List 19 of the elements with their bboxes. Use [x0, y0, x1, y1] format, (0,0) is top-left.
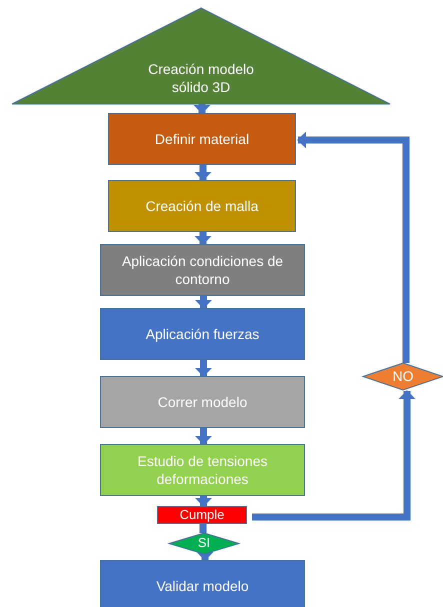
node-label: SI	[198, 535, 210, 552]
process-box	[100, 444, 305, 496]
node-label: Aplicación fuerzas	[146, 324, 260, 344]
node-label: NO	[392, 367, 414, 386]
process-box	[108, 113, 296, 165]
process-box	[100, 308, 305, 360]
process-box	[108, 180, 296, 232]
process-box	[157, 506, 247, 524]
process-box	[100, 376, 305, 428]
process-box	[100, 244, 305, 296]
node-label: Cumple	[180, 506, 224, 524]
node-label: Estudio de tensiones deformaciones	[136, 452, 268, 488]
process-box	[100, 560, 305, 607]
node-label: Definir material	[154, 130, 250, 148]
node-label: Aplicación condiciones de contorno	[120, 252, 284, 288]
node-label: Creación modelo sólido 3D	[147, 60, 255, 96]
node-label: Correr modelo	[158, 392, 248, 412]
node-label: Validar modelo	[156, 576, 249, 596]
node-label: Creación de malla	[146, 196, 258, 216]
